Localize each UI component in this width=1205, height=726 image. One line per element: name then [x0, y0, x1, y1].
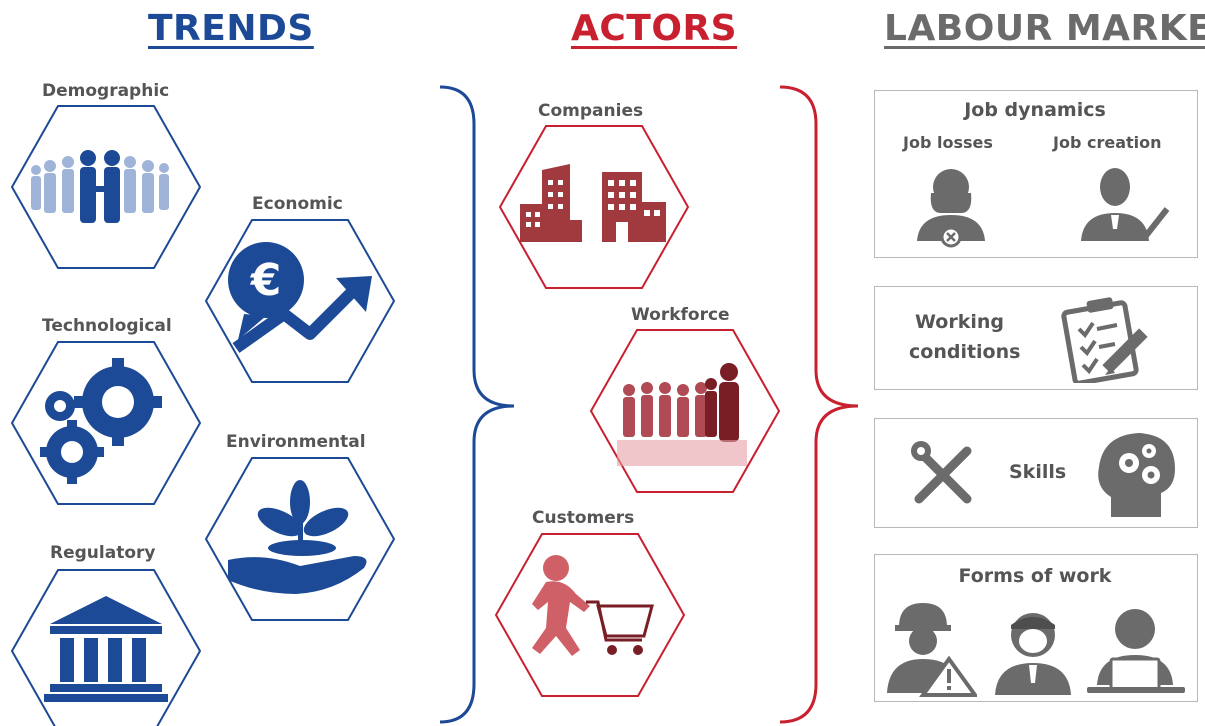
worker-with-cap-icon [995, 613, 1071, 695]
gears-icon [40, 358, 162, 484]
technological-label: Technological [42, 316, 172, 336]
clipboard-checklist-icon [1061, 297, 1148, 383]
euro-growth-icon: € [228, 242, 372, 353]
brain-gears-icon [1098, 433, 1175, 517]
handshake-icon [80, 150, 120, 223]
job-creation-label: Job creation [1053, 133, 1162, 152]
working-conditions-line1: Working [915, 311, 1004, 333]
customers-hex [494, 532, 686, 698]
demographic-hex [10, 104, 202, 270]
companies-label: Companies [538, 101, 644, 121]
office-worker-laptop-icon [1087, 609, 1185, 693]
workforce-group-icon [617, 363, 747, 466]
svg-text:€: € [250, 255, 282, 306]
environmental-hex [204, 456, 396, 622]
skills-box: Skills [874, 418, 1198, 528]
economic-hex: € [204, 218, 396, 384]
job-dynamics-title: Job dynamics [964, 99, 1106, 121]
shopper-with-cart-icon [532, 555, 654, 656]
forms-of-work-title: Forms of work [958, 565, 1112, 587]
job-losses-label: Job losses [903, 133, 993, 152]
job-creation-person-icon [1081, 168, 1170, 241]
job-loss-person-icon [917, 169, 985, 248]
working-conditions-line2: conditions [909, 341, 1021, 363]
tools-icon [911, 441, 972, 504]
customers-label: Customers [532, 508, 635, 528]
regulatory-hex [10, 568, 202, 726]
plant-in-hand-icon [228, 480, 367, 594]
forms-of-work-box: Forms of work [874, 554, 1198, 702]
technological-hex [10, 340, 202, 506]
skills-label: Skills [1009, 461, 1067, 483]
actors-brace [778, 84, 862, 726]
trends-heading: TRENDS [148, 8, 314, 49]
workforce-hex [589, 328, 781, 494]
trends-brace [438, 84, 518, 726]
construction-worker-warning-icon [887, 603, 977, 697]
government-building-icon [44, 596, 168, 702]
crowd-icon [31, 156, 169, 213]
demographic-label: Demographic [42, 81, 170, 101]
actors-heading: ACTORS [571, 8, 738, 49]
companies-hex [498, 124, 690, 290]
workforce-label: Workforce [631, 305, 730, 325]
environmental-label: Environmental [226, 432, 366, 452]
working-conditions-box: Working conditions [874, 286, 1198, 390]
job-dynamics-box: Job dynamics Job losses Job creation [874, 90, 1198, 258]
economic-label: Economic [252, 194, 343, 214]
labour-market-heading: LABOUR MARKET [884, 8, 1205, 49]
regulatory-label: Regulatory [50, 543, 156, 563]
